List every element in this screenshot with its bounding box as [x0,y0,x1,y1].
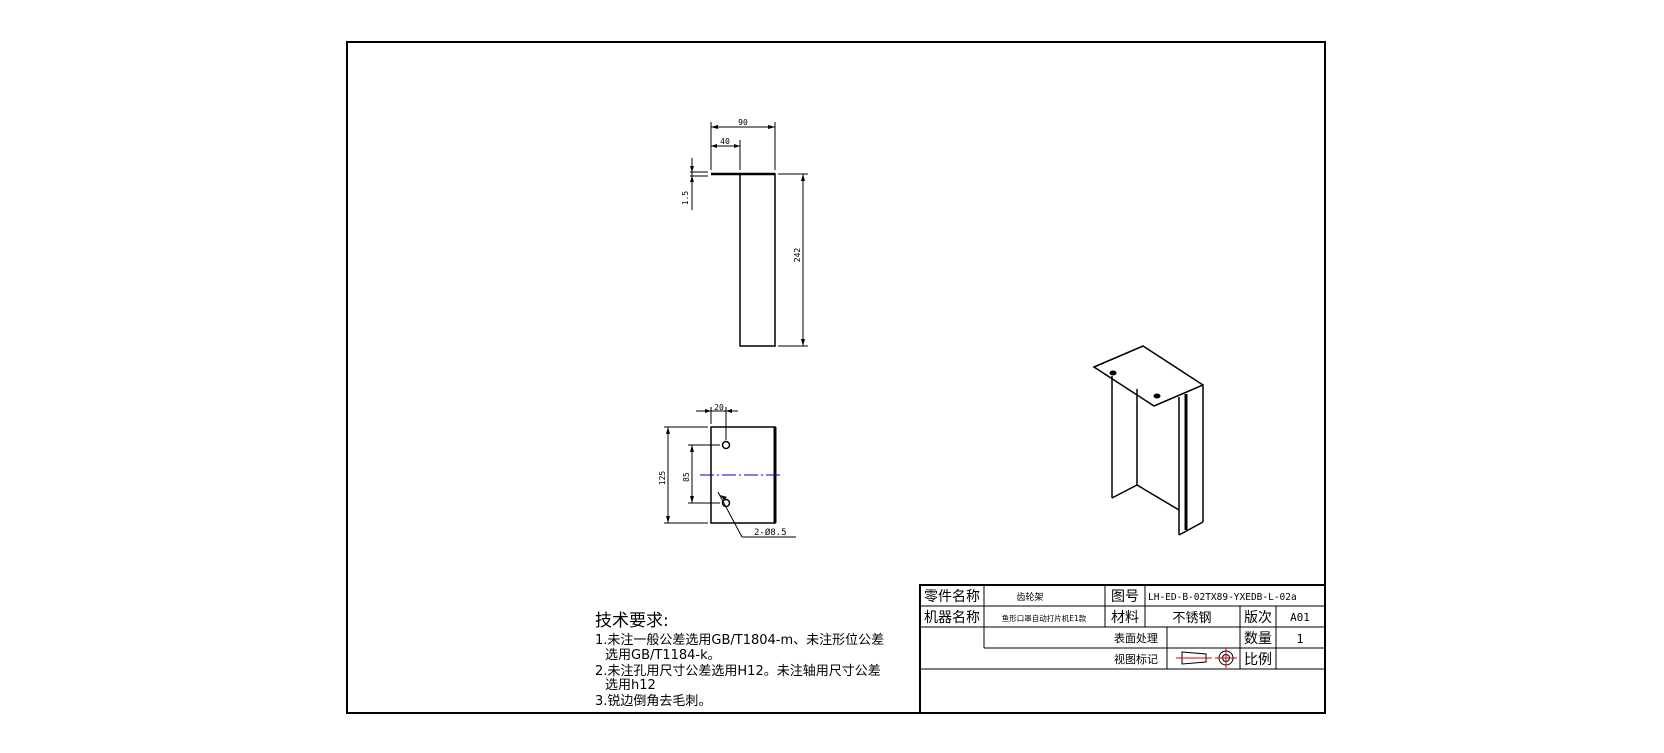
material-label: 材料 [1111,610,1139,626]
dim-total-height: 125 [658,471,667,486]
dim-top-width: 90 [738,118,748,127]
side-view: 20 125 85 2-Ø8.5 [658,403,796,538]
drawing-no-label: 图号 [1111,589,1139,605]
drawing-no-value: LH-ED-B-02TX89-YXEDB-L-02a [1148,592,1297,603]
part-name-value: 齿轮架 [1016,591,1043,603]
dim-hole-spacing: 85 [682,472,691,482]
iso-hole-1 [1109,370,1117,376]
dim-inner-width: 40 [720,137,730,146]
tech-requirements: 技术要求: 1.未注一般公差选用GB/T1804-m、未注形位公差 选用GB/T… [595,611,884,709]
hole-top [721,440,731,450]
revision-label: 版次 [1244,610,1272,626]
tech-line-1b: 选用GB/T1184-k。 [605,648,721,663]
tech-line-2: 2.未注孔用尺寸公差选用H12。未注轴用尺寸公差 [595,664,881,679]
front-view: 90 40 1.5 242 [681,118,808,347]
drawing-border [346,41,1326,714]
part-name-label: 零件名称 [924,589,980,605]
dim-height: 242 [793,248,802,263]
projection-symbol-icon [1176,648,1237,668]
iso-hole-2 [1153,393,1161,399]
title-block: 零件名称 齿轮架 图号 LH-ED-B-02TX89-YXEDB-L-02a 机… [919,584,1326,714]
quantity-label: 数量 [1244,631,1272,647]
machine-name-label: 机器名称 [924,610,980,626]
isometric-view [1092,345,1205,536]
material-value: 不锈钢 [1172,611,1211,626]
tech-line-2b: 选用h12 [605,678,656,693]
tech-line-1: 1.未注一般公差选用GB/T1804-m、未注形位公差 [595,632,884,648]
dim-thickness: 1.5 [681,191,690,206]
revision-value: A01 [1290,611,1310,624]
quantity-value: 1 [1296,632,1303,646]
hole-callout: 2-Ø8.5 [754,527,787,538]
view-mark-label: 视图标记 [1114,652,1158,666]
dim-hole-offset: 20 [714,403,724,412]
surface-label: 表面处理 [1114,631,1158,645]
tech-line-3: 3.锐边倒角去毛刺。 [595,694,711,709]
tech-title: 技术要求: [595,611,669,631]
scale-label: 比例 [1244,652,1272,668]
machine-name-value: 鱼形口罩自动打片机E1款 [1002,613,1087,623]
